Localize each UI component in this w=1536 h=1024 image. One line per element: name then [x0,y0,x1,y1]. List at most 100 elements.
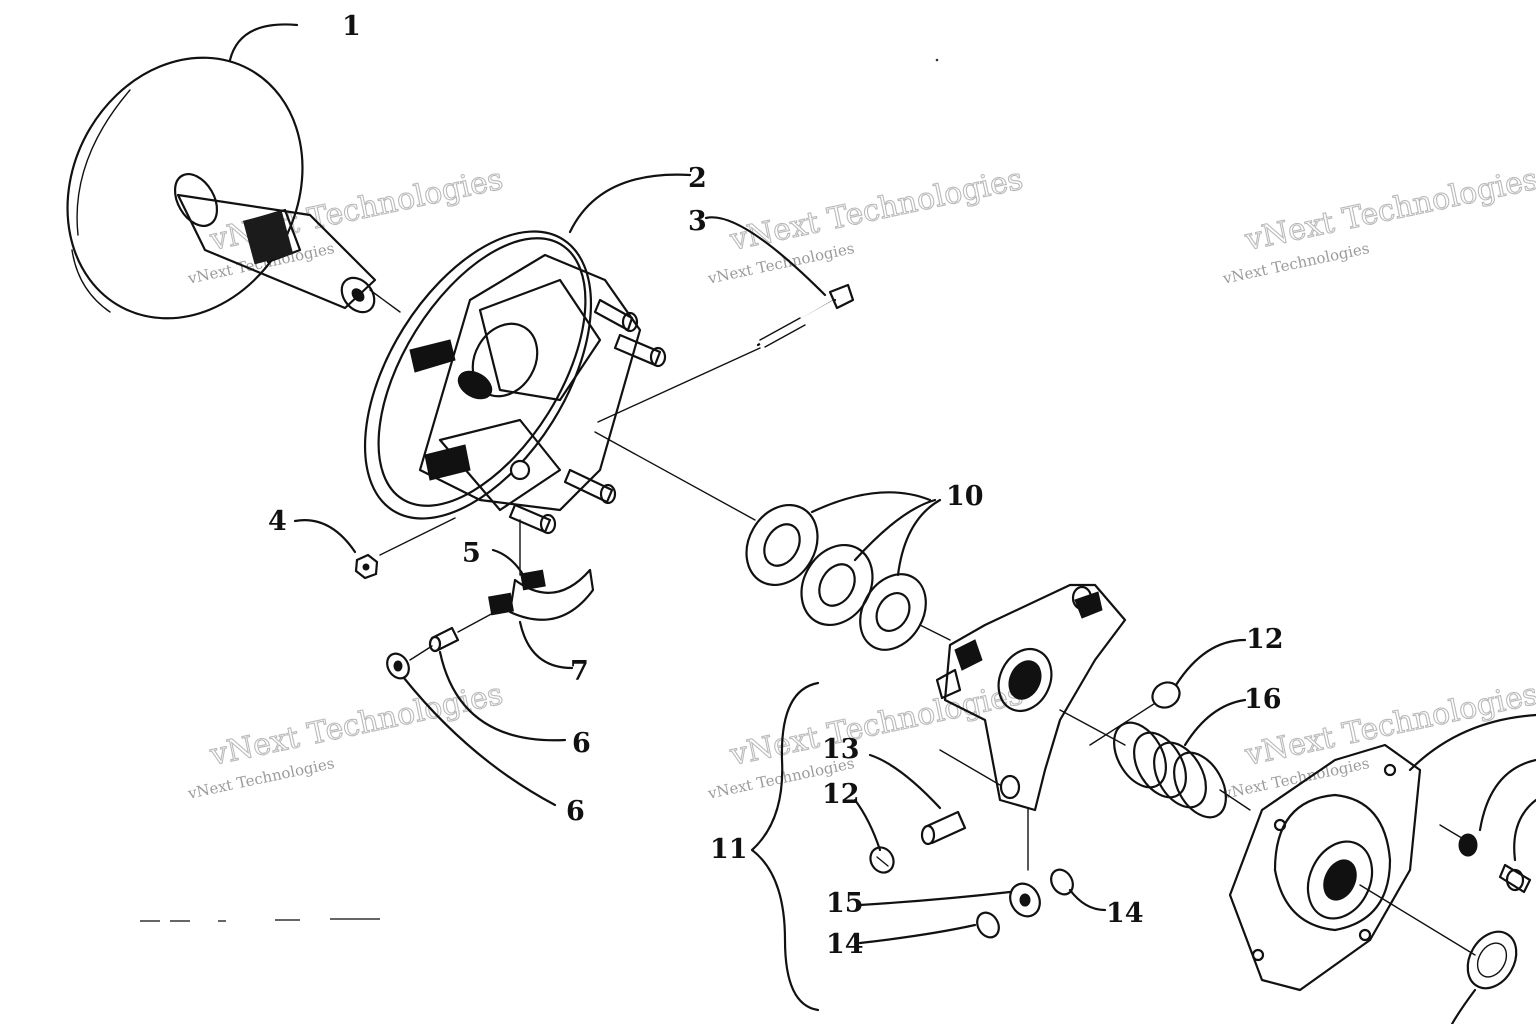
washer-10-3-outer [859,573,927,651]
watermark-large-text-6: vNext Technologies [1241,677,1536,773]
cover-plate [1228,713,1536,992]
part-2-movable-sheave: 2 [363,163,707,535]
shaft-end [340,276,376,314]
cover-hub-bore [1323,859,1357,901]
washer-14-left [976,911,1000,939]
button-12-left-slot [876,856,889,867]
housing-body [418,253,642,512]
leader-15 [858,890,1012,907]
washer-10-1-outer [745,503,819,587]
leader-13 [868,753,942,810]
leader-1 [228,23,299,62]
spider-body [943,583,1127,812]
edge-leader-bottom [1450,988,1477,1024]
washer-10-2-outer [800,543,874,627]
sheave-rim-shading [76,89,131,236]
part-12-buttons: 12 12 [822,624,1284,874]
tower-pin-3-end [599,483,617,505]
spring-coil-1 [1113,721,1167,789]
callout-4: 4 [268,506,287,537]
watermark-large-text-4: vNext Technologies [206,677,506,773]
part-14-washers: 14 14 [826,868,1144,960]
leader-5 [438,650,567,742]
watermark-3: vNext Technologies vNext Technologies [1220,161,1536,288]
weight-arm-lower [424,444,471,481]
shaft-bore [351,288,365,302]
housing-face-inner [377,237,587,507]
scan-artifacts [140,58,939,922]
cover-hub [1306,840,1374,920]
pin-axis-line-2 [457,611,496,633]
edge-lock-washer [1466,930,1518,990]
shaft-base-ring [173,173,219,227]
part-16-spring: 16 [1113,684,1282,819]
roller-15-bore [1019,893,1031,907]
callout-12a: 12 [1246,624,1284,655]
part-6-washer: 6 [386,652,585,827]
shoe-body [508,568,595,621]
leader-10c [896,498,942,577]
axis-washers-to-spider [919,624,951,641]
part-7-cam-shoe: 5 7 [462,519,595,687]
housing-hub-shadow [457,370,493,400]
brace-11 [750,681,820,1012]
spider-axis-left [939,749,1001,786]
edge-bolt-head [1505,868,1525,892]
callout-6a: 5 [462,538,481,569]
axis-shaft-to-housing [369,289,401,313]
spider-bore-outer [997,648,1053,712]
spider-arm-top-hole [1071,585,1093,611]
callout-5: 6 [572,728,591,759]
leader-10b [853,498,937,562]
callout-10: 10 [946,481,984,512]
edge-part-outline-1 [1478,758,1536,832]
housing-rib-upper [478,278,602,402]
roller-15 [1009,882,1041,918]
watermark-large-text-3: vNext Technologies [1241,162,1536,258]
shoe-block-upper [520,569,546,591]
leader-3 [704,216,827,297]
tower-pin-4-end [539,513,557,535]
callout-16: 16 [1244,684,1282,715]
callout-13: 13 [822,734,860,765]
spider-arm-bottom-hole [999,774,1021,800]
washer-6-bore [393,660,403,672]
sheave-disc-outline [66,56,304,320]
callout-7: 7 [570,656,589,687]
shoe-block-lower [488,592,514,616]
spider-bore-inner [1008,660,1042,700]
washer-14-right [1050,868,1074,896]
callout-12b: 12 [822,779,860,810]
sheave-rim-shading-2 [71,249,111,313]
watermark-large-text-2: vNext Technologies [726,162,1026,258]
part-15-roller: 15 [826,882,1041,919]
part-1-fixed-sheave: 1 [66,11,377,320]
callout-15: 15 [826,888,864,919]
tower-pin-2-end [649,346,667,368]
washer-10-3-inner [875,592,911,632]
bolt-shank-fill [759,300,835,346]
pin-end [428,635,442,653]
leader-12a [1174,638,1247,687]
leader-10a [810,491,932,514]
cover-boss-outer [1273,793,1392,932]
part-11-spider-assembly: 11 [710,583,1127,1012]
leader-2 [568,173,692,234]
button-12-left [869,846,895,874]
watermark-1: vNext Technologies vNext Technologies [185,161,506,288]
part-13-roller-pin: 13 [822,734,967,846]
leader-7 [518,620,574,670]
right-edge-parts [1439,758,1536,1024]
arm-roller [509,459,531,481]
nut-bore [362,563,370,571]
part-5-pin: 6 [409,611,591,759]
watermark-5: vNext Technologies vNext Technologies [705,676,1026,803]
axis-housing-to-bolt [597,347,761,423]
leader-12b [853,798,882,852]
edge-part-outline-2 [1513,798,1536,862]
axis-housing-to-washers [594,431,756,521]
pin-axis-line [409,645,433,661]
spring-coil-4 [1173,751,1227,819]
edge-axis-1 [1439,824,1466,841]
callout-11: 11 [710,834,748,865]
